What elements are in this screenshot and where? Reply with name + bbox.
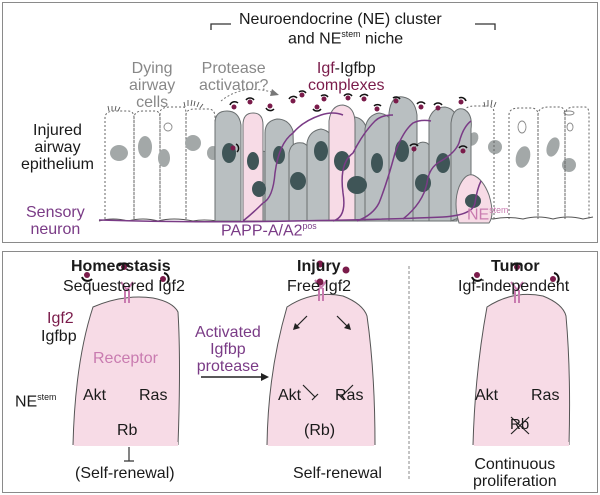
niche-schematic-panel: Neuroendocrine (NE) cluster and NEstem n…: [2, 2, 598, 243]
tumor-cell-dome: [472, 293, 571, 446]
injury-cell-dome: [266, 293, 376, 446]
homeostasis-cell: [72, 296, 180, 446]
injury-rb-label: (Rb): [304, 422, 336, 439]
homeostasis-title: Homeostasis: [71, 258, 171, 275]
cilia: [107, 99, 497, 112]
injury-ras-label: Ras: [335, 387, 364, 404]
injury-title: Injury: [297, 258, 341, 275]
tumor-title: Tumor: [491, 258, 540, 275]
ras-label: Ras: [139, 387, 168, 404]
ne-stem-label: NEstem: [15, 392, 57, 411]
niche-illustration: [98, 23, 594, 224]
tumor-akt-label: Akt: [475, 387, 499, 404]
receptor-label: Receptor: [93, 350, 158, 367]
homeostasis-subtitle: Sequestered Igf2: [63, 278, 185, 295]
injury-subtitle: Free Igf2: [287, 278, 352, 295]
cluster-title-line2: and NEstem niche: [288, 29, 404, 48]
pappa-label: PAPP-A/A2pos: [221, 221, 317, 240]
dying-cells-left: [104, 106, 216, 219]
ne-stem-label: NEstem: [467, 205, 509, 224]
rb-label: Rb: [117, 422, 138, 439]
akt-label: Akt: [83, 387, 107, 404]
igf-igfbp-label: Igf-Igfbp complexes: [308, 60, 385, 94]
injury-akt-label: Akt: [278, 387, 302, 404]
signaling-states-panel: Homeostasis Sequestered Igf2 Igf2 Igfbp …: [2, 251, 598, 493]
tumor-ras-label: Ras: [531, 387, 560, 404]
tumor-subtitle: Igf-independent: [458, 278, 570, 295]
cluster-title-line1: Neuroendocrine (NE) cluster: [239, 11, 442, 28]
igf-igfbp-complexes: [229, 90, 468, 154]
ne-nuclei: [222, 140, 481, 208]
cluster-bracket: [210, 23, 496, 30]
rb-cross-mark: [510, 416, 530, 435]
igfbp-label: Igfbp: [41, 328, 77, 345]
signaling-illustration: [72, 260, 571, 480]
sensory-nerve-fibers: [98, 112, 482, 223]
inhibition-bar: [124, 447, 134, 462]
dying-nuclei: [110, 132, 576, 172]
protease-activator-arrow: [220, 88, 276, 102]
tumor-rb-label: Rb: [510, 416, 530, 433]
receptor-icons: [120, 279, 524, 303]
igf2-label: Igf2: [47, 310, 74, 327]
homeostasis-outcome: (Self-renewal): [75, 465, 175, 482]
injury-outcome: Self-renewal: [293, 465, 382, 482]
